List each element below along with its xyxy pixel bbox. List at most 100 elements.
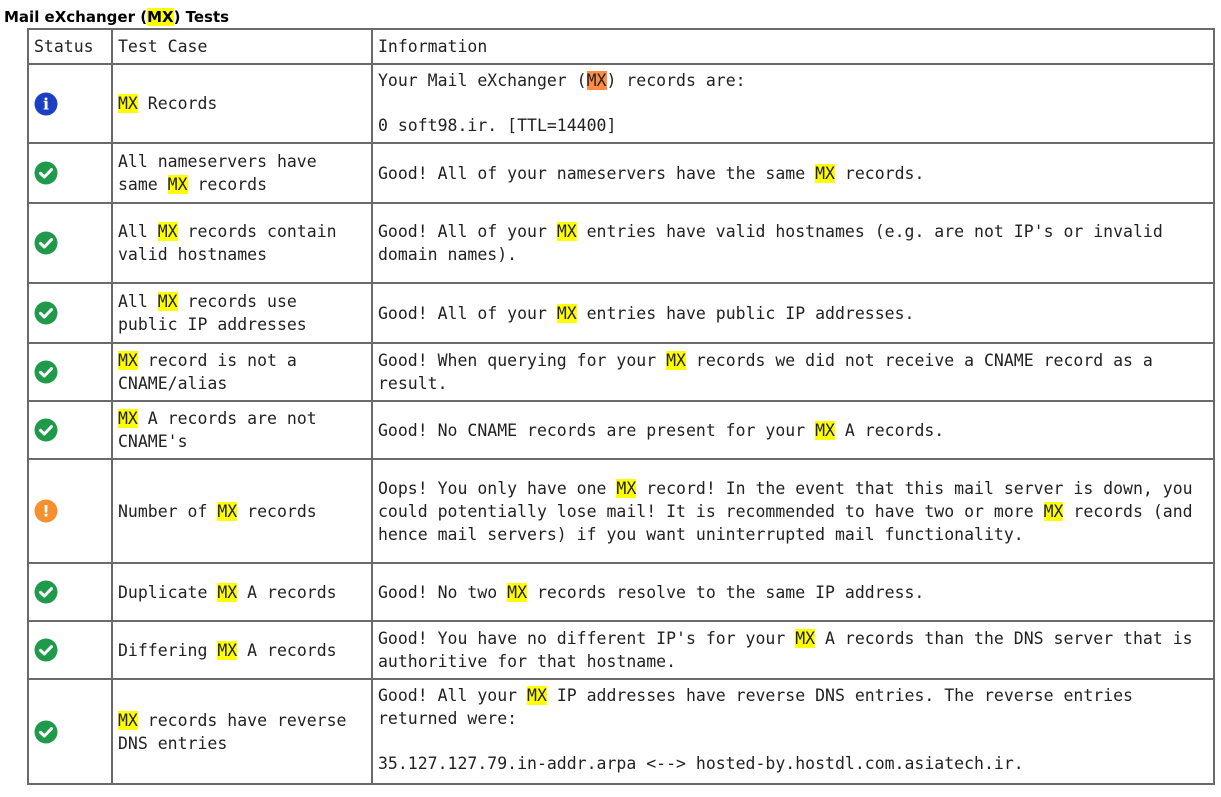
check-circle-icon [34, 161, 58, 185]
mx-highlight: MX [795, 629, 816, 648]
text-segment: Good! All of your [378, 303, 557, 323]
header-information: Information [371, 28, 1215, 65]
status-cell [27, 620, 113, 680]
mx-highlight: MX [527, 686, 547, 705]
text-segment: records have reverse DNS entries [118, 710, 347, 753]
test-case-cell: MX records have reverse DNS entries [111, 678, 373, 785]
text-segment: records [187, 175, 268, 194]
text-segment: A records [237, 582, 337, 602]
check-circle-icon [34, 638, 58, 662]
mx-highlight: MX [815, 420, 835, 440]
text-segment: records [237, 501, 317, 521]
text-segment: Good! No two [378, 582, 508, 602]
check-circle-icon [34, 231, 58, 255]
mx-highlight: MX [217, 582, 238, 602]
mx-highlight: MX [157, 222, 178, 241]
status-cell [27, 678, 113, 785]
svg-text:i: i [43, 94, 49, 113]
status-cell: ! [27, 458, 113, 564]
text-segment: A records [237, 640, 337, 660]
text-segment: 0 soft98.ir. [TTL=14400] [378, 116, 617, 135]
text-segment: Good! All of your [378, 222, 557, 241]
text-segment: records resolve to the same IP address. [527, 582, 925, 602]
information-cell: Good! No two MX records resolve to the s… [371, 562, 1215, 622]
text-segment: A records are not CNAME's [118, 409, 317, 451]
table-row: MX A records are not CNAME's Good! No CNA… [27, 400, 1215, 460]
mx-highlight-active: MX [586, 71, 607, 90]
test-case-cell: All MX records contain valid hostnames [111, 202, 373, 284]
text-segment: records contain valid hostnames [118, 222, 337, 264]
text-segment: 35.127.127.79.in-addr.arpa <--> hosted-b… [378, 754, 1024, 773]
text-segment: A records than the DNS server that is au… [378, 629, 1193, 671]
text-segment: entries have valid hostnames (e.g. are n… [378, 222, 1163, 264]
text-segment: Duplicate [118, 582, 218, 602]
test-case-cell: All nameservers have same MX records [111, 142, 373, 204]
text-segment: Good! No CNAME records are present for y… [378, 420, 816, 440]
test-case-cell: All MX records use public IP addresses [111, 282, 373, 344]
information-cell: Good! All of your MX entries have public… [371, 282, 1215, 344]
page-title: Mail eXchanger (MX) Tests [4, 8, 229, 26]
text-segment: Good! You have no different IP's for you… [378, 629, 796, 648]
mx-highlight: MX [217, 640, 238, 660]
text-segment: record! In the event that this mail serv… [378, 478, 1193, 521]
text-segment: record is not a CNAME/alias [118, 351, 297, 393]
information-text: Good! All your MX IP addresses have reve… [378, 684, 1208, 730]
check-circle-icon [34, 301, 58, 325]
info-icon: i [34, 92, 58, 116]
text-segment: A records. [834, 420, 945, 440]
text-segment: All [118, 292, 158, 311]
status-cell [27, 342, 113, 402]
text-segment: entries have public IP addresses. [576, 303, 915, 323]
text-segment: IP addresses have reverse DNS entries. T… [378, 686, 1133, 728]
paragraph-gap [378, 730, 1208, 752]
mx-highlight: MX [167, 175, 188, 194]
text-segment: records. [834, 163, 925, 183]
mx-highlight: MX [616, 478, 637, 498]
mx-highlight: MX [507, 582, 528, 602]
test-case-cell: Duplicate MX A records [111, 562, 373, 622]
mx-highlight: MX [556, 222, 577, 241]
mx-highlight: MX [815, 163, 835, 183]
text-segment: Good! All of your nameservers have the s… [378, 163, 816, 183]
text-segment: records (and hence mail servers) if you … [378, 501, 1193, 544]
information-cell: Good! All of your nameservers have the s… [371, 142, 1215, 204]
text-segment: Number of [118, 501, 218, 521]
information-cell: Good! You have no different IP's for you… [371, 620, 1215, 680]
text-segment: Records [137, 94, 218, 113]
check-circle-icon [34, 360, 58, 384]
text-segment: records we did not receive a CNAME recor… [378, 351, 1153, 393]
mx-highlight: MX [118, 710, 138, 730]
information-cell: Good! All your MX IP addresses have reve… [371, 678, 1215, 785]
header-test-case: Test Case [111, 28, 373, 65]
mx-highlight: MX [118, 409, 138, 428]
check-circle-icon [34, 580, 58, 604]
text-segment: Good! When querying for your [378, 351, 667, 370]
table-header-row: Status Test Case Information [27, 28, 1215, 65]
text-segment: Your Mail eXchanger ( [378, 71, 587, 90]
information-cell: Oops! You only have one MX record! In th… [371, 458, 1215, 564]
check-circle-icon [34, 720, 58, 744]
text-segment: Differing [118, 640, 218, 660]
text-segment: All nameservers have same [118, 152, 317, 194]
information-cell: Good! All of your MX entries have valid … [371, 202, 1215, 284]
test-case-cell: MX Records [111, 63, 373, 144]
text-segment: records use public IP addresses [118, 292, 307, 334]
mx-highlight: MX [666, 351, 686, 370]
table-row: MX record is not a CNAME/alias Good! When… [27, 342, 1215, 402]
svg-text:!: ! [42, 502, 49, 521]
test-case-cell: Number of MX records [111, 458, 373, 564]
mx-highlight: MX [118, 94, 138, 113]
header-status: Status [27, 28, 113, 65]
mx-highlight: MX [217, 501, 238, 521]
information-detail: 0 soft98.ir. [TTL=14400] [378, 114, 1208, 137]
test-case-cell: Differing MX A records [111, 620, 373, 680]
text-segment: Oops! You only have one [378, 478, 617, 498]
status-cell [27, 562, 113, 622]
mx-highlight: MX [157, 292, 178, 311]
